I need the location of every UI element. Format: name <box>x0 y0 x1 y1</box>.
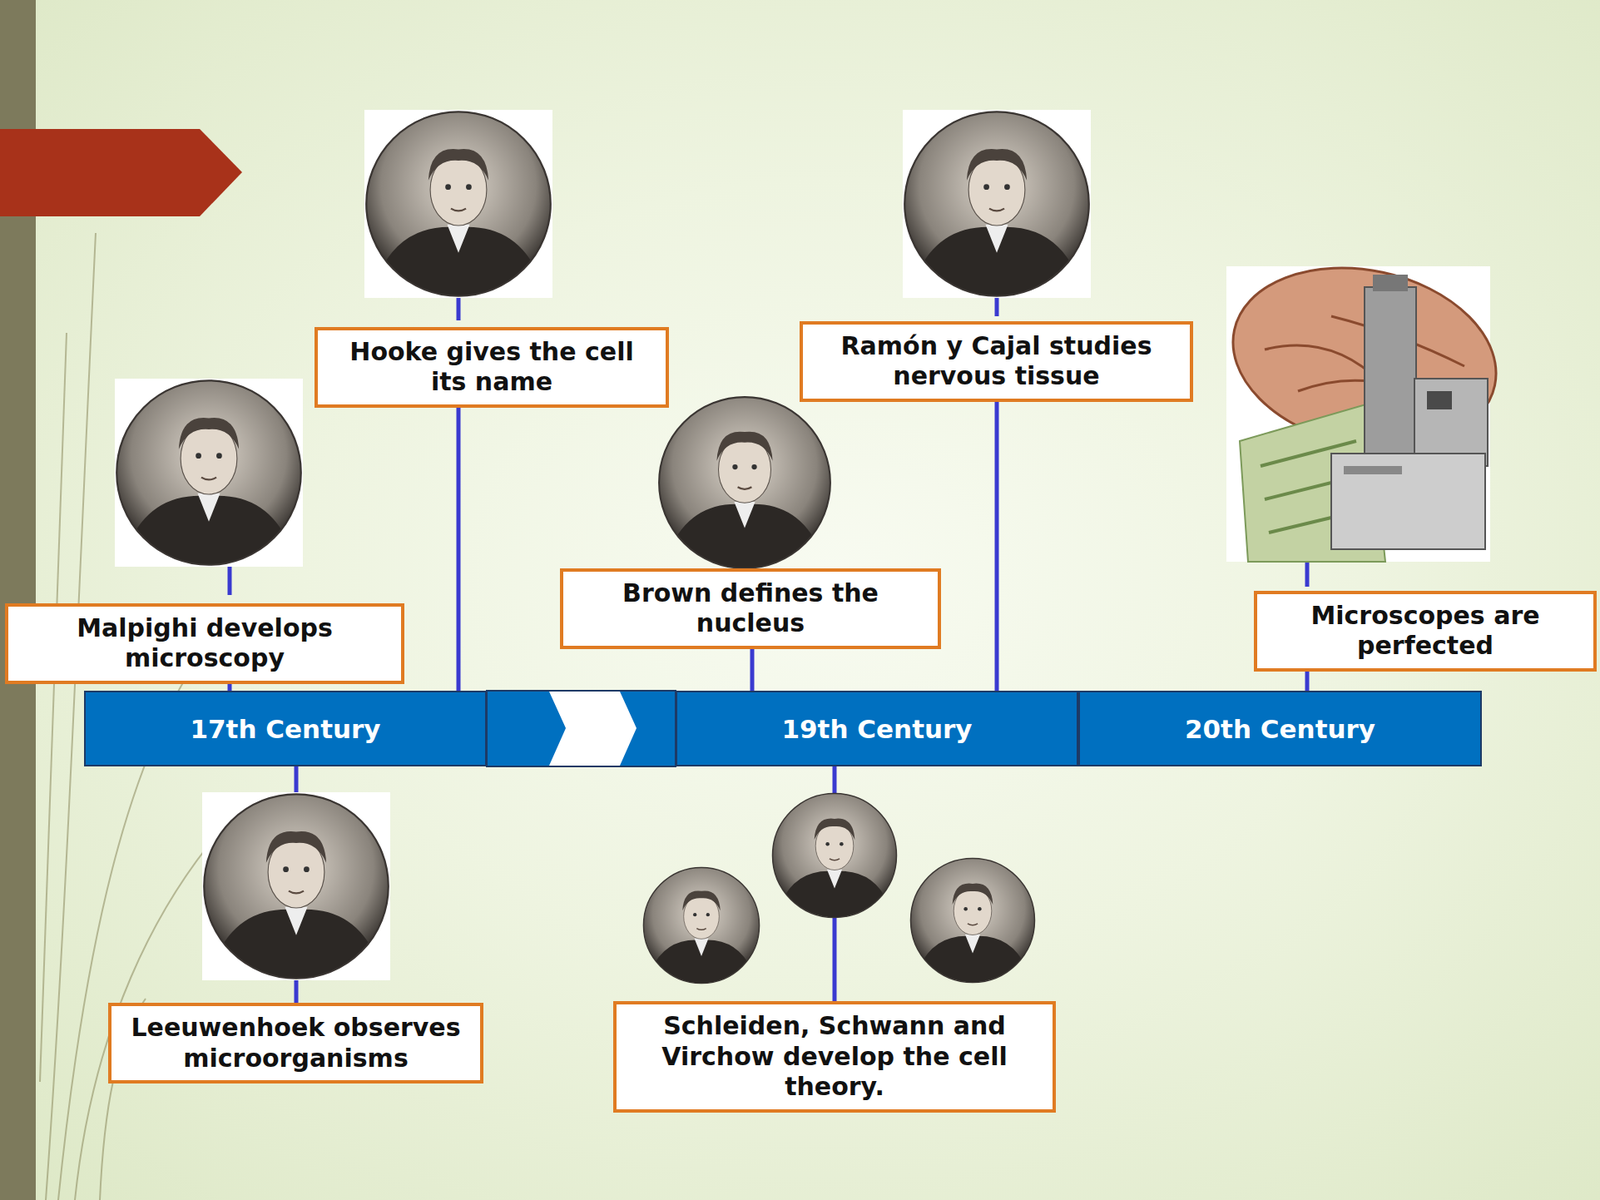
portrait-frame <box>902 109 1091 298</box>
callout-text: Microscopes are perfected <box>1268 600 1582 662</box>
callout-text: Leeuwenhoek observes microorganisms <box>123 1012 469 1074</box>
portrait <box>643 866 759 985</box>
callout-box: Malpighi develops microscopy <box>4 603 405 684</box>
timeline-break <box>549 691 637 766</box>
portrait-frame <box>202 792 391 981</box>
callout-box: Ramón y Cajal studies nervous tissue <box>799 321 1194 402</box>
portrait-frame <box>364 109 553 298</box>
portrait <box>116 380 301 567</box>
connector-line <box>995 401 1000 691</box>
portrait <box>904 111 1089 298</box>
callout-text: Malpighi develops microscopy <box>19 613 390 674</box>
century-label: 20th Century <box>1184 713 1376 744</box>
century-band: 19th Century <box>675 690 1079 767</box>
portrait-frame <box>114 378 303 567</box>
callout-text: Brown defines the nucleus <box>574 578 927 640</box>
century-label: 19th Century <box>781 713 972 744</box>
portrait <box>658 396 831 570</box>
callout-text: Hooke gives the cell its name <box>329 336 654 398</box>
callout-text: Ramón y Cajal studies nervous tissue <box>814 331 1179 392</box>
century-label: 17th Century <box>189 713 381 744</box>
connector-line <box>750 648 755 691</box>
microscope-illustration <box>1216 244 1514 562</box>
callout-box: Schleiden, Schwann and Virchow develop t… <box>613 1000 1056 1113</box>
callout-text: Schleiden, Schwann and Virchow develop t… <box>628 1010 1041 1103</box>
century-band: 20th Century <box>1078 690 1482 767</box>
portrait <box>911 858 1036 984</box>
century-band: 17th Century <box>84 690 487 767</box>
callout-box: Hooke gives the cell its name <box>314 326 669 408</box>
portrait <box>366 111 550 298</box>
callout-box: Brown defines the nucleus <box>559 568 942 649</box>
connector-line <box>456 407 461 691</box>
connector-line <box>1305 671 1310 691</box>
callout-box: Microscopes are perfected <box>1253 590 1597 672</box>
title-arrow <box>0 128 243 217</box>
portrait-leaders <box>229 295 1308 595</box>
connector-line <box>227 683 233 691</box>
callout-box: Leeuwenhoek observes microorganisms <box>108 1002 484 1084</box>
portrait <box>203 793 388 981</box>
timeline-gap <box>486 690 676 767</box>
portrait <box>772 793 897 919</box>
